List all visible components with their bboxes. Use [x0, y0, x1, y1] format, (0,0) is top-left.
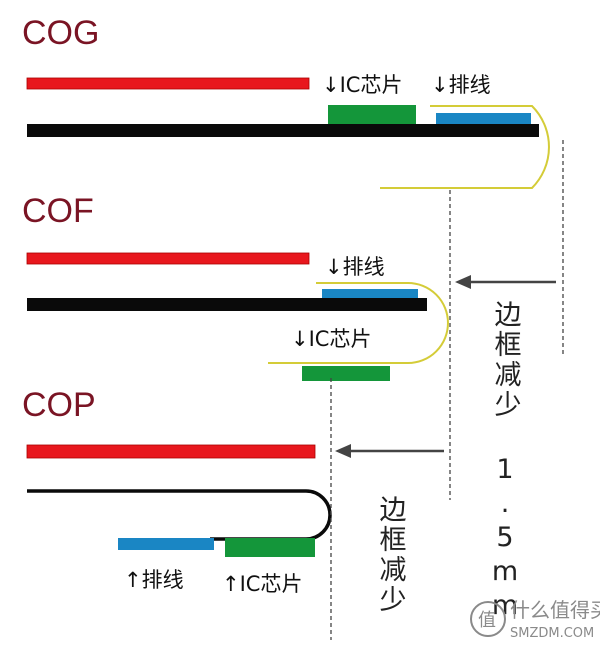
cop-ic-chip	[225, 538, 315, 557]
cop-ic-label: ↑IC芯片	[222, 572, 302, 596]
svg-text:值: 值	[478, 610, 496, 631]
cog-substrate-black	[27, 124, 539, 137]
watermark-site: SMZDM.COM	[510, 626, 594, 641]
cog-fpc-cable	[436, 113, 531, 124]
arrow-cop-head	[335, 444, 351, 458]
watermark-logo-icon	[470, 601, 506, 637]
cog-title: COG	[22, 14, 99, 52]
cog-ic-chip	[328, 105, 416, 124]
cop-fpc-cable	[118, 538, 214, 550]
reduction-label-1-5mm: 边框减少 1.5mm	[490, 300, 522, 624]
watermark-name: 什么值得买	[510, 598, 600, 622]
reduction-label-cop: 边框减少	[375, 495, 407, 615]
arrow-cof-head	[455, 275, 471, 289]
watermark: 值 什么值得买 SMZDM.COM	[470, 598, 600, 641]
cop-fpc-label: ↑排线	[124, 568, 184, 592]
cof-flex-line	[268, 282, 449, 364]
cop-bent-substrate	[27, 489, 332, 541]
cof-title: COF	[22, 192, 94, 230]
cog-flex-line	[380, 105, 550, 189]
cop-title: COP	[22, 386, 96, 424]
cof-fpc-label: ↓排线	[325, 255, 385, 279]
cof-ic-label: ↓IC芯片	[291, 327, 371, 351]
cog-ic-label: ↓IC芯片	[322, 73, 402, 97]
cof-glass-red	[26, 252, 310, 265]
cof-ic-chip	[302, 366, 390, 381]
cof-substrate-black	[27, 298, 427, 311]
cop-glass-red	[26, 444, 316, 459]
cog-glass-red	[26, 77, 310, 90]
cog-fpc-label: ↓排线	[431, 73, 491, 97]
cof-fpc-cable	[322, 289, 418, 298]
